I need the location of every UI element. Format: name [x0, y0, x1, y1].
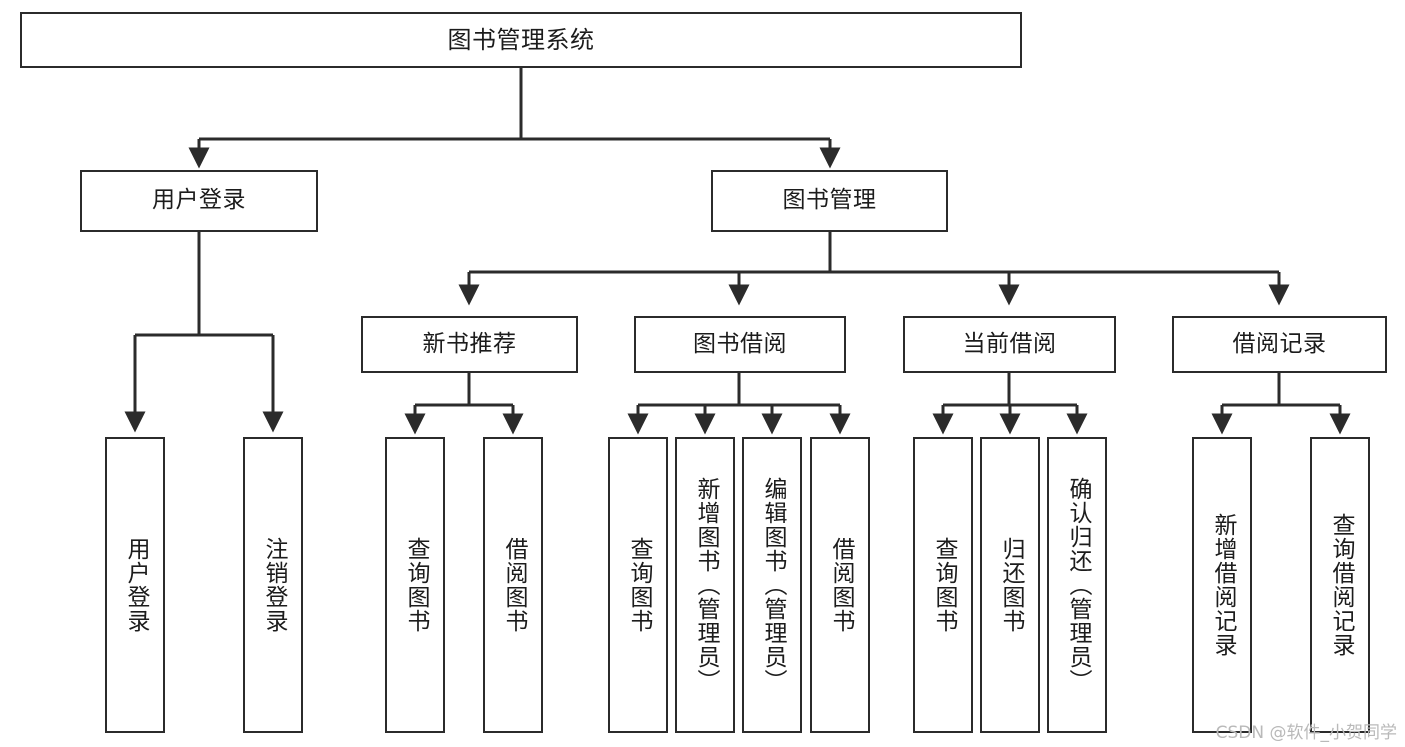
leaf-book-borrow-add[interactable]: 新增图书（管理员） [675, 437, 735, 733]
leaf-borrow-record-query[interactable]: 查询借阅记录 [1310, 437, 1370, 733]
leaf-book-borrow-query-label: 查询图书 [625, 537, 652, 633]
node-book-borrow-label: 图书借阅 [693, 330, 787, 357]
leaf-current-borrow-query-label: 查询图书 [930, 537, 957, 633]
leaf-book-borrow-query[interactable]: 查询图书 [608, 437, 668, 733]
leaf-current-borrow-return[interactable]: 归还图书 [980, 437, 1040, 733]
node-book-management[interactable]: 图书管理 [711, 170, 948, 232]
leaf-user-login-login[interactable]: 用户登录 [105, 437, 165, 733]
leaf-book-borrow-edit[interactable]: 编辑图书（管理员） [742, 437, 802, 733]
leaf-current-borrow-return-label: 归还图书 [997, 537, 1024, 633]
leaf-user-login-logout[interactable]: 注销登录 [243, 437, 303, 733]
node-root-label: 图书管理系统 [447, 25, 595, 54]
node-user-login-label: 用户登录 [152, 187, 246, 214]
leaf-new-book-borrow-label: 借阅图书 [500, 537, 527, 633]
leaf-current-borrow-query[interactable]: 查询图书 [913, 437, 973, 733]
node-borrow-record[interactable]: 借阅记录 [1172, 316, 1387, 373]
leaf-current-borrow-confirm[interactable]: 确认归还（管理员） [1047, 437, 1107, 733]
node-new-book-recommend-label: 新书推荐 [422, 330, 517, 357]
leaf-new-book-query[interactable]: 查询图书 [385, 437, 445, 733]
leaf-new-book-borrow[interactable]: 借阅图书 [483, 437, 543, 733]
leaf-book-borrow-lend-label: 借阅图书 [827, 537, 854, 633]
leaf-current-borrow-confirm-label: 确认归还（管理员） [1064, 477, 1091, 693]
leaf-book-borrow-add-label: 新增图书（管理员） [692, 477, 719, 693]
leaf-borrow-record-query-label: 查询借阅记录 [1327, 513, 1354, 657]
node-current-borrow-label: 当前借阅 [962, 330, 1057, 357]
leaf-book-borrow-lend[interactable]: 借阅图书 [810, 437, 870, 733]
leaf-user-login-login-label: 用户登录 [122, 537, 149, 633]
leaf-book-borrow-edit-label: 编辑图书（管理员） [759, 477, 786, 693]
leaf-user-login-logout-label: 注销登录 [260, 537, 287, 633]
node-book-borrow[interactable]: 图书借阅 [634, 316, 846, 373]
node-borrow-record-label: 借阅记录 [1232, 330, 1327, 357]
node-current-borrow[interactable]: 当前借阅 [903, 316, 1116, 373]
leaf-borrow-record-add[interactable]: 新增借阅记录 [1192, 437, 1252, 733]
node-book-management-label: 图书管理 [782, 187, 877, 214]
csdn-watermark: CSDN @软件_小贺同学 [1215, 723, 1397, 743]
node-user-login[interactable]: 用户登录 [80, 170, 318, 232]
node-new-book-recommend[interactable]: 新书推荐 [361, 316, 578, 373]
leaf-borrow-record-add-label: 新增借阅记录 [1209, 513, 1236, 657]
node-root[interactable]: 图书管理系统 [20, 12, 1022, 68]
leaf-new-book-query-label: 查询图书 [402, 537, 429, 633]
